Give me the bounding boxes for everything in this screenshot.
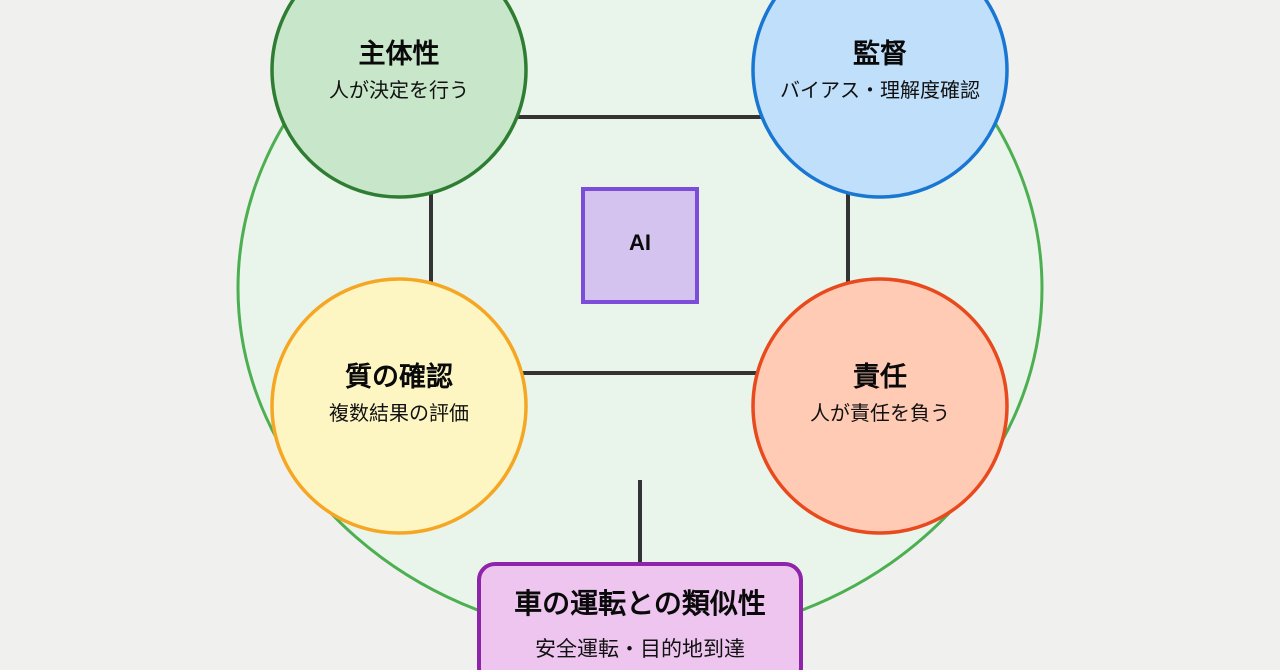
node-circle-responsibility[interactable] xyxy=(751,277,1009,535)
node-circle-agency[interactable] xyxy=(270,0,528,199)
node-circle-supervision[interactable] xyxy=(751,0,1009,199)
bottom-box-shape[interactable] xyxy=(477,562,803,670)
node-circle-quality-check[interactable] xyxy=(270,277,528,535)
node-square-ai[interactable] xyxy=(581,187,699,304)
